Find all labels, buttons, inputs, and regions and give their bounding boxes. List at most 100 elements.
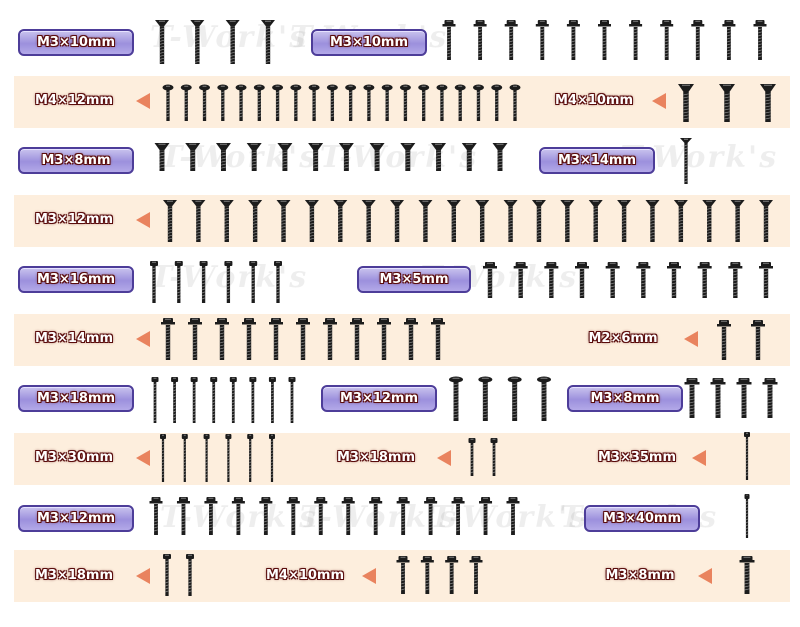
screw-icon bbox=[396, 497, 410, 535]
screw-icon bbox=[253, 84, 265, 121]
screw-icon bbox=[678, 84, 694, 122]
size-label: M3×10mm bbox=[311, 29, 427, 56]
screw-icon bbox=[710, 378, 726, 418]
screw-icon bbox=[762, 378, 778, 418]
size-label: M3×12mm bbox=[321, 385, 437, 412]
screw-icon bbox=[199, 261, 208, 303]
screw-icon bbox=[744, 494, 750, 538]
screw-icon bbox=[717, 320, 731, 360]
screw-icon bbox=[259, 497, 273, 535]
screw-icon bbox=[451, 497, 465, 535]
screw-icon bbox=[224, 261, 233, 303]
screw-icon bbox=[461, 143, 477, 171]
screw-icon bbox=[162, 84, 174, 121]
screw-icon bbox=[290, 84, 302, 121]
screw-icon bbox=[667, 262, 681, 298]
screw-icon bbox=[449, 376, 463, 421]
screw-icon bbox=[431, 143, 447, 171]
screw-icon bbox=[475, 200, 490, 242]
screw-icon bbox=[190, 20, 205, 64]
screw-icon bbox=[219, 200, 234, 242]
screw-icon bbox=[418, 84, 430, 121]
screw-icon bbox=[468, 438, 476, 476]
size-label: M3×14mm bbox=[539, 147, 655, 174]
screw-icon bbox=[442, 20, 456, 60]
size-label: M3×14mm bbox=[34, 331, 114, 346]
size-label: M4×10mm bbox=[265, 568, 345, 583]
screw-icon bbox=[163, 200, 177, 242]
screw-icon bbox=[445, 556, 459, 594]
screw-icon bbox=[363, 84, 375, 121]
size-label: M3×8mm bbox=[605, 568, 675, 583]
screw-icon bbox=[744, 432, 750, 480]
screw-icon bbox=[186, 554, 194, 596]
screw-icon bbox=[400, 143, 416, 171]
screw-icon bbox=[203, 434, 210, 482]
screw-icon bbox=[350, 318, 364, 360]
size-label: M3×18mm bbox=[336, 450, 416, 465]
screw-icon bbox=[229, 377, 237, 423]
screw-icon bbox=[446, 200, 461, 242]
screw-icon bbox=[338, 143, 354, 171]
screw-icon bbox=[483, 262, 497, 298]
screw-icon bbox=[399, 84, 411, 121]
screw-icon bbox=[235, 84, 247, 121]
screw-icon bbox=[225, 20, 240, 64]
arrow-icon bbox=[652, 93, 666, 109]
screw-icon bbox=[404, 318, 418, 360]
screw-icon bbox=[326, 84, 338, 121]
arrow-icon bbox=[437, 450, 451, 466]
screw-icon bbox=[215, 143, 231, 171]
screw-icon bbox=[436, 84, 448, 121]
screw-icon bbox=[249, 377, 257, 423]
screw-icon bbox=[174, 261, 183, 303]
screw-icon bbox=[506, 497, 520, 535]
screw-icon bbox=[176, 497, 190, 535]
screw-icon bbox=[636, 262, 651, 298]
screw-icon bbox=[304, 200, 319, 242]
size-label: M3×18mm bbox=[34, 568, 114, 583]
screw-icon bbox=[673, 200, 688, 242]
screw-icon bbox=[759, 262, 773, 298]
arrow-icon bbox=[136, 93, 150, 109]
size-label: M3×8mm bbox=[18, 147, 134, 174]
screw-icon bbox=[268, 377, 276, 423]
screw-icon bbox=[684, 378, 700, 418]
screw-icon bbox=[396, 556, 410, 594]
screw-icon bbox=[185, 143, 201, 171]
screw-icon bbox=[544, 262, 559, 298]
screw-icon bbox=[247, 434, 254, 482]
arrow-icon bbox=[136, 212, 150, 228]
screw-icon bbox=[217, 84, 229, 121]
screw-icon bbox=[575, 262, 589, 298]
screw-icon bbox=[199, 84, 211, 121]
screw-icon bbox=[509, 84, 521, 121]
size-label: M3×12mm bbox=[34, 212, 114, 227]
size-label: M3×12mm bbox=[18, 505, 134, 532]
screw-icon bbox=[274, 261, 282, 303]
screw-icon bbox=[537, 376, 551, 421]
screw-icon bbox=[730, 200, 745, 242]
screw-icon bbox=[531, 200, 546, 242]
screw-icon bbox=[473, 20, 487, 60]
screw-icon bbox=[314, 497, 328, 535]
screw-icon bbox=[231, 497, 245, 535]
screw-icon bbox=[377, 318, 391, 360]
screw-icon bbox=[424, 497, 438, 535]
size-label: M3×30mm bbox=[34, 450, 114, 465]
screw-icon bbox=[248, 200, 263, 242]
screw-icon bbox=[491, 84, 503, 121]
screw-icon bbox=[161, 318, 175, 360]
screw-icon bbox=[759, 200, 773, 242]
screw-icon bbox=[751, 320, 765, 360]
size-label: M4×10mm bbox=[554, 93, 634, 108]
screw-icon bbox=[605, 262, 620, 298]
screw-icon bbox=[566, 20, 580, 60]
screw-icon bbox=[269, 318, 283, 360]
screw-icon bbox=[454, 84, 466, 121]
screw-icon bbox=[323, 318, 337, 360]
screw-icon bbox=[469, 556, 483, 594]
screw-icon bbox=[722, 20, 736, 60]
arrow-icon bbox=[692, 450, 706, 466]
